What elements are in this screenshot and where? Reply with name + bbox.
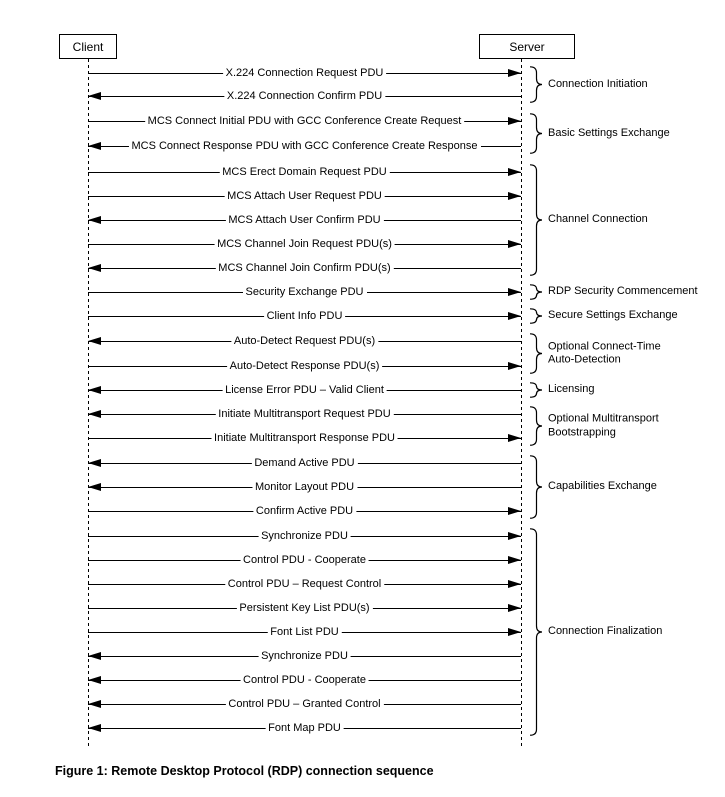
arrowhead-right-icon: [508, 507, 521, 515]
arrowhead-right-icon: [508, 434, 521, 442]
arrowhead-right-icon: [508, 288, 521, 296]
message-label: Control PDU – Granted Control: [225, 698, 384, 710]
message-label: Security Exchange PDU: [242, 286, 367, 298]
message-label: MCS Connect Initial PDU with GCC Confere…: [144, 115, 465, 127]
phase-label: Connection Finalization: [548, 625, 663, 638]
message-label: MCS Connect Response PDU with GCC Confer…: [128, 140, 481, 152]
phase-label: Optional Multitransport Bootstrapping: [548, 412, 659, 438]
brace-icon: [529, 528, 543, 736]
arrowhead-left-icon: [88, 724, 101, 732]
message-label: X.224 Connection Confirm PDU: [223, 90, 386, 102]
client-lifeline: [88, 59, 89, 746]
arrowhead-left-icon: [88, 459, 101, 467]
phase-label: Basic Settings Exchange: [548, 126, 670, 139]
brace-icon: [529, 308, 543, 324]
arrowhead-left-icon: [88, 337, 101, 345]
message-label: Confirm Active PDU: [252, 505, 357, 517]
message-label: License Error PDU – Valid Client: [222, 384, 387, 396]
arrowhead-left-icon: [88, 142, 101, 150]
message-label: Font Map PDU: [265, 722, 344, 734]
phase-label: Secure Settings Exchange: [548, 309, 678, 322]
arrowhead-right-icon: [508, 192, 521, 200]
message-label: MCS Channel Join Request PDU(s): [214, 238, 395, 250]
arrowhead-left-icon: [88, 264, 101, 272]
arrowhead-left-icon: [88, 483, 101, 491]
message-label: Control PDU - Cooperate: [240, 554, 369, 566]
arrowhead-left-icon: [88, 216, 101, 224]
arrowhead-right-icon: [508, 556, 521, 564]
brace-icon: [529, 406, 543, 446]
message-label: Initiate Multitransport Response PDU: [211, 432, 398, 444]
message-label: Control PDU – Request Control: [224, 578, 385, 590]
arrowhead-left-icon: [88, 676, 101, 684]
phase-label: Licensing: [548, 383, 595, 396]
server-lifeline: [521, 59, 522, 746]
arrowhead-right-icon: [508, 69, 521, 77]
client-actor-label: Client: [72, 39, 104, 54]
message-label: Control PDU - Cooperate: [240, 674, 369, 686]
arrowhead-left-icon: [88, 386, 101, 394]
message-label: MCS Channel Join Confirm PDU(s): [215, 262, 394, 274]
client-actor-box: Client: [59, 34, 117, 59]
arrowhead-right-icon: [508, 117, 521, 125]
brace-icon: [529, 113, 543, 154]
arrowhead-right-icon: [508, 240, 521, 248]
server-actor-box: Server: [479, 34, 575, 59]
brace-icon: [529, 164, 543, 276]
message-label: Auto-Detect Request PDU(s): [230, 335, 379, 347]
message-label: Persistent Key List PDU(s): [236, 602, 373, 614]
message-label: Demand Active PDU: [251, 457, 358, 469]
arrowhead-right-icon: [508, 362, 521, 370]
phase-label: Optional Connect-Time Auto-Detection: [548, 339, 661, 366]
brace-icon: [529, 455, 543, 519]
arrowhead-left-icon: [88, 652, 101, 660]
arrowhead-right-icon: [508, 580, 521, 588]
message-label: Initiate Multitransport Request PDU: [215, 408, 394, 420]
server-actor-label: Server: [509, 39, 545, 54]
arrowhead-left-icon: [88, 700, 101, 708]
brace-icon: [529, 284, 543, 300]
message-label: Monitor Layout PDU: [251, 481, 358, 493]
phase-label: Connection Initiation: [548, 77, 648, 90]
arrowhead-left-icon: [88, 92, 101, 100]
arrowhead-right-icon: [508, 168, 521, 176]
message-label: Client Info PDU: [263, 310, 346, 322]
arrowhead-right-icon: [508, 604, 521, 612]
brace-icon: [529, 66, 543, 103]
message-label: X.224 Connection Request PDU: [222, 67, 387, 79]
brace-icon: [529, 333, 543, 374]
phase-label: Channel Connection: [548, 213, 648, 226]
message-label: MCS Attach User Confirm PDU: [225, 214, 384, 226]
arrowhead-right-icon: [508, 532, 521, 540]
message-label: Font List PDU: [267, 626, 342, 638]
message-label: MCS Attach User Request PDU: [224, 190, 385, 202]
arrowhead-right-icon: [508, 312, 521, 320]
message-label: Synchronize PDU: [258, 650, 351, 662]
arrowhead-left-icon: [88, 410, 101, 418]
message-label: Synchronize PDU: [258, 530, 351, 542]
phase-label: Capabilities Exchange: [548, 480, 657, 493]
message-label: Auto-Detect Response PDU(s): [226, 360, 383, 372]
message-label: MCS Erect Domain Request PDU: [219, 166, 390, 178]
figure-caption: Figure 1: Remote Desktop Protocol (RDP) …: [55, 764, 434, 778]
brace-icon: [529, 382, 543, 398]
arrowhead-right-icon: [508, 628, 521, 636]
phase-label: RDP Security Commencement: [548, 285, 698, 298]
